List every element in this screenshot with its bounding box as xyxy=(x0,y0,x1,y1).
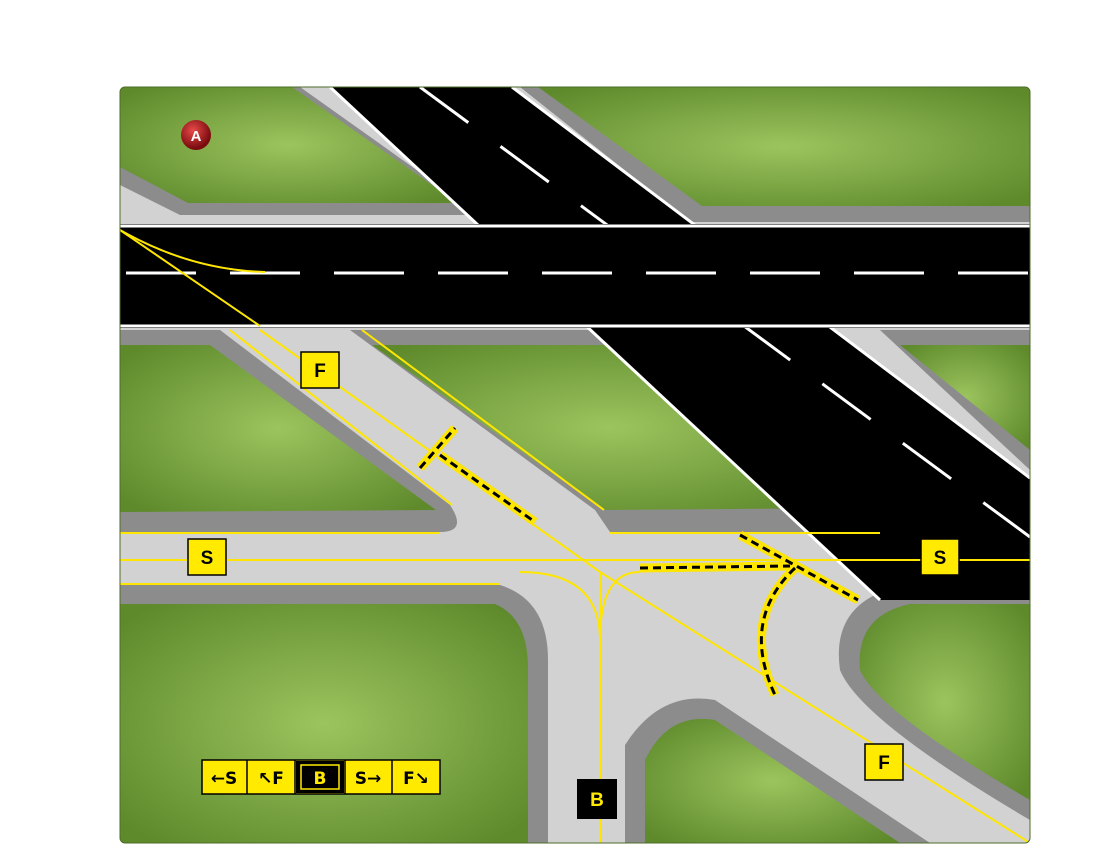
location-b: B xyxy=(314,769,327,789)
sign-label: S xyxy=(201,548,214,569)
sign-s-left: S xyxy=(187,538,227,576)
grass-bottom-center xyxy=(645,718,900,843)
grass-top-left xyxy=(120,87,458,203)
direction-sign-array: ←S ↖F B S→ F↘ xyxy=(201,759,441,795)
sign-b-current: B xyxy=(577,779,617,819)
sign-label: F xyxy=(314,361,326,382)
sign-f-bottom: F xyxy=(864,743,904,781)
sign-label: F xyxy=(878,753,890,774)
grass-far-right xyxy=(900,345,1030,450)
sign-s-right: S xyxy=(920,538,960,576)
grass-top-right xyxy=(538,87,1030,206)
position-marker-a: A xyxy=(181,120,211,150)
direction-left-s: ←S xyxy=(211,769,238,789)
marker-label: A xyxy=(191,128,202,145)
sign-label: B xyxy=(590,790,604,811)
grass-mid-left xyxy=(120,345,436,512)
marker-ball xyxy=(181,120,211,150)
sign-f-top: F xyxy=(300,351,340,389)
diagonal-runway xyxy=(328,87,1030,602)
direction-right-s: S→ xyxy=(355,769,382,789)
sign-label: S xyxy=(934,548,947,569)
grass-mid-center xyxy=(372,345,848,510)
direction-downright-f: F↘ xyxy=(403,769,429,789)
taxiway-markings xyxy=(120,229,1030,843)
hold-short-markings xyxy=(416,425,861,697)
diagram-frame xyxy=(119,86,1031,844)
grass-bottom-right xyxy=(859,604,1030,800)
direction-upleft-f: ↖F xyxy=(258,769,284,789)
horizontal-runway xyxy=(120,224,1030,328)
grass-bottom-left xyxy=(120,604,528,843)
